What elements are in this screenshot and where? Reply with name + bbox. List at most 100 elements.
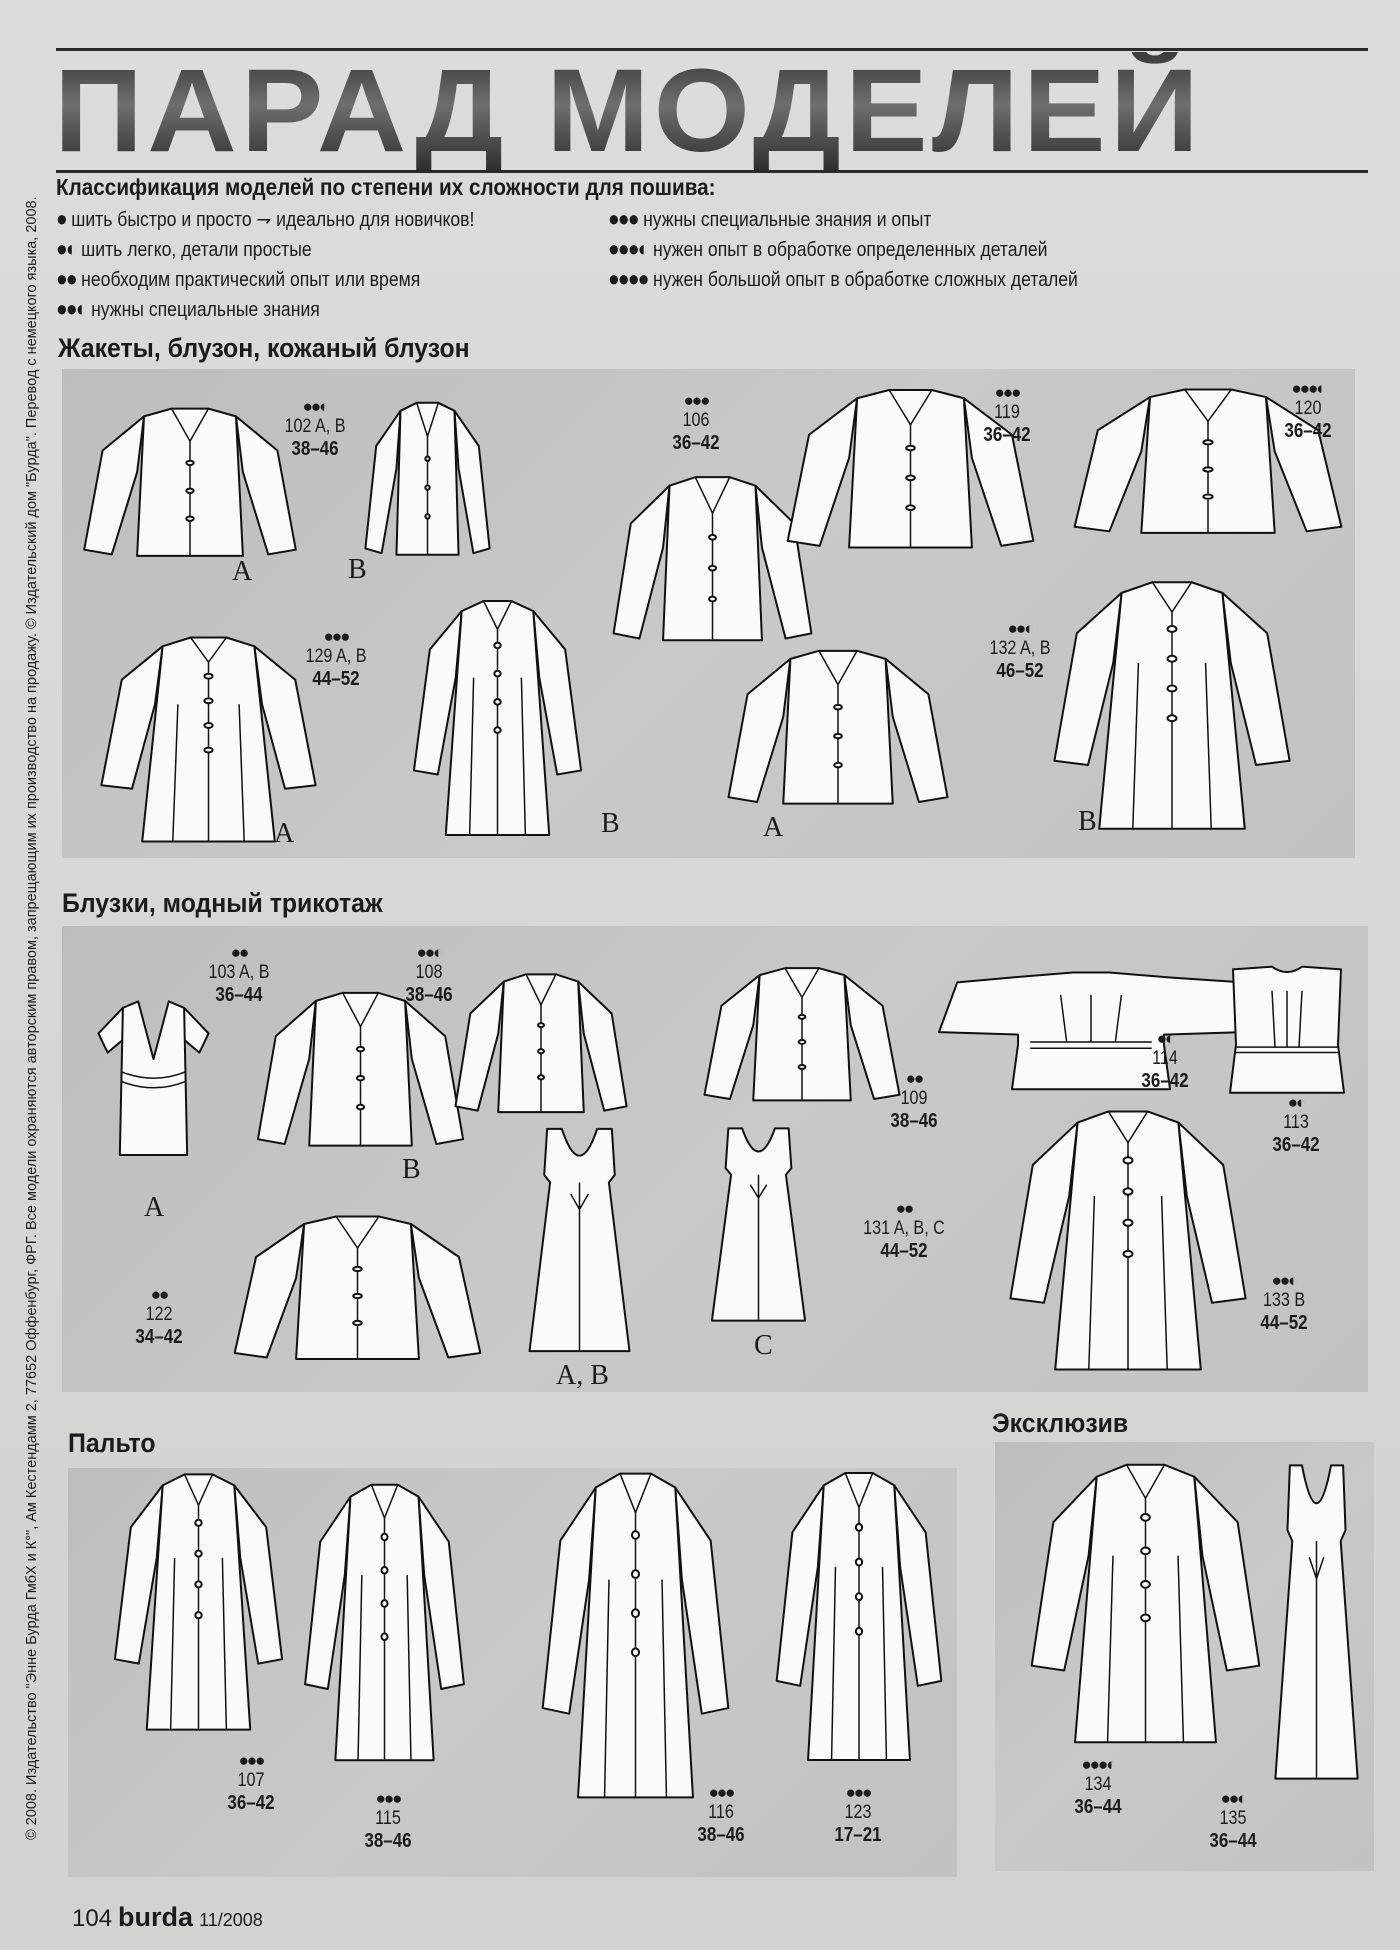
garment-drawing: [761, 1468, 957, 1765]
model-sizes: 38–46: [890, 1109, 938, 1132]
variant-letter: A: [274, 818, 295, 849]
difficulty-dots: ●●◐: [56, 296, 88, 321]
legend-item: ●◐шить легко, детали простые: [56, 236, 312, 263]
garment-sketch-132b: [1032, 578, 1312, 833]
legend-text: необходим практический опыт или время: [81, 269, 421, 291]
model-number: 102 A, B: [284, 415, 346, 437]
garment-drawing: [290, 1480, 479, 1765]
variant-letter: A, B: [556, 1360, 609, 1391]
model-sizes: 17–21: [834, 1823, 882, 1846]
garment-drawing: [696, 964, 908, 1131]
garment-drawing: [1010, 1460, 1281, 1747]
difficulty-dots: ●◐: [56, 236, 78, 261]
variant-letter: A: [232, 556, 253, 587]
variant-letter: B: [348, 554, 367, 585]
difficulty-dots: ●●◐: [1271, 1271, 1299, 1290]
issue-date: 11/2008: [199, 1910, 263, 1930]
garment-drawing: [719, 646, 957, 839]
difficulty-dots: ●●: [230, 943, 250, 962]
garment-drawing: [988, 1107, 1268, 1374]
garment-sketch-113: [1212, 964, 1362, 1125]
garment-sketch-108: [448, 970, 634, 1144]
model-sizes: 34–42: [135, 1325, 183, 1348]
model-sizes: 38–46: [405, 983, 453, 1006]
model-number: 134: [1084, 1773, 1112, 1795]
garment-sketch-135: [1256, 1460, 1377, 1784]
model-sizes: 36–44: [1209, 1829, 1257, 1852]
difficulty-dots: ●●◐: [1007, 619, 1035, 638]
legend-item: ●●необходим практический опыт или время: [56, 266, 420, 293]
legend-item: ●●●◐нужен опыт в обработке определенных …: [608, 236, 1047, 263]
model-number: 120: [1294, 397, 1322, 419]
variant-letter: B: [1078, 806, 1097, 837]
model-number: 131 A, B, C: [863, 1217, 945, 1239]
garment-sketch-134: [1010, 1460, 1281, 1747]
variant-letter: A: [763, 812, 784, 843]
model-sizes: 38–46: [291, 437, 339, 460]
garment-drawing: [939, 970, 1243, 1119]
legend-item: ●шить быстро и просто ⇁ идеально для нов…: [56, 206, 474, 233]
model-number: 119: [994, 401, 1020, 423]
garment-sketch-103a: [77, 995, 230, 1187]
difficulty-dots: ●: [56, 206, 68, 231]
garment-sketch-116: [525, 1468, 746, 1803]
page-title: ПАРАД МОДЕЛЕЙ: [54, 45, 1204, 177]
legend-item: ●●●●нужен большой опыт в обработке сложн…: [608, 266, 1078, 293]
garment-drawing: [777, 385, 1044, 584]
model-sizes: 36–42: [672, 431, 720, 454]
variant-letter: A: [144, 1192, 165, 1223]
model-sizes: 44–52: [1260, 1311, 1308, 1334]
garment-sketch-102b: [360, 398, 495, 590]
model-number: 129 A, B: [305, 645, 367, 667]
garment-drawing: [525, 1468, 746, 1803]
copyright-notice: © 2008. Издательство "Энне Бурда ГмбХ и …: [24, 196, 40, 1840]
garment-sketch-103b: [249, 988, 472, 1181]
difficulty-dots: ●●: [905, 1069, 925, 1088]
garment-drawing: [1212, 964, 1362, 1125]
difficulty-dots: ●●●◐: [1291, 379, 1326, 398]
garment-drawing: [398, 597, 597, 839]
difficulty-dots: ●●●◐: [608, 236, 650, 261]
model-number: 132 A, B: [989, 637, 1051, 659]
model-number: 106: [682, 409, 710, 431]
garment-sketch-114: [939, 970, 1243, 1119]
model-sizes: 36–44: [1074, 1795, 1122, 1818]
section-heading-coats: Пальто: [68, 1428, 156, 1458]
garment-drawing: [690, 1125, 827, 1324]
model-sizes: 36–42: [1141, 1069, 1189, 1092]
section-heading-jackets: Жакеты, блузон, кожаный блузон: [58, 333, 470, 363]
difficulty-dots: ●●●: [845, 1783, 873, 1802]
garment-drawing: [249, 988, 472, 1181]
difficulty-dots: ●●: [150, 1285, 170, 1304]
garment-sketch-123: [761, 1468, 957, 1765]
garment-drawing: [448, 970, 634, 1144]
model-number: 133 B: [1262, 1289, 1306, 1311]
difficulty-dots: ●●●: [608, 206, 640, 231]
model-number: 115: [375, 1807, 401, 1829]
model-sizes: 38–46: [697, 1823, 745, 1846]
section-heading-blouses: Блузки, модный трикотаж: [62, 888, 383, 918]
legend-text: нужны специальные знания и опыт: [643, 209, 932, 231]
difficulty-dots: ●●●◐: [1081, 1755, 1116, 1774]
difficulty-dots: ●●●: [708, 1783, 736, 1802]
legend-text: нужны специальные знания: [91, 299, 320, 321]
garment-sketch-102a: [75, 404, 305, 590]
garment-drawing: [360, 398, 495, 590]
model-sizes: 36–44: [215, 983, 263, 1006]
garment-sketch-132a: [719, 646, 957, 839]
difficulty-dots: ●◐: [1287, 1093, 1307, 1112]
model-number: 123: [844, 1801, 872, 1823]
model-number: 107: [237, 1769, 265, 1791]
model-number: 113: [1283, 1111, 1309, 1133]
